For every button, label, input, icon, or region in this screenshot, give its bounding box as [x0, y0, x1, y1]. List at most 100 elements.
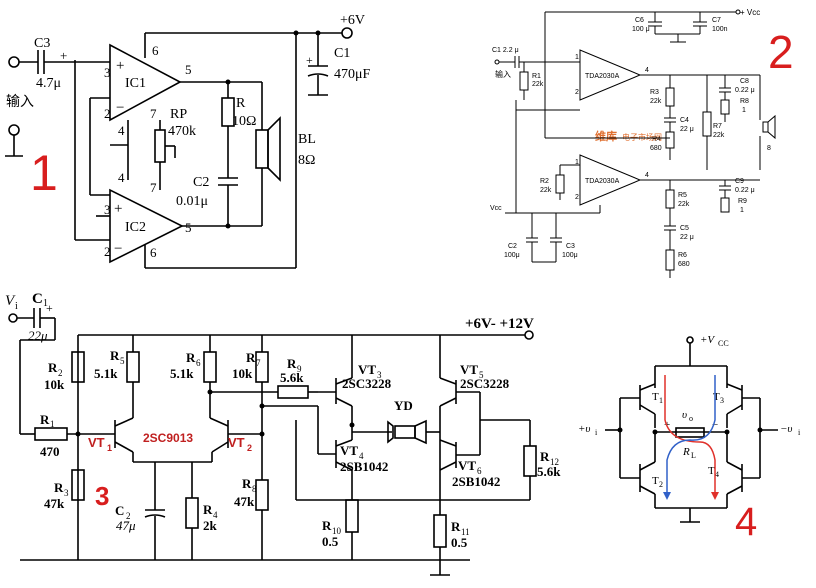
svg-text:2SB1042: 2SB1042: [452, 474, 500, 489]
svg-text:2: 2: [104, 106, 111, 121]
svg-text:3: 3: [104, 65, 111, 80]
bl-label: BL: [298, 132, 316, 147]
supply-label: +6V: [340, 13, 365, 28]
r10-resistor: [345, 499, 359, 533]
svg-text:R9: R9: [738, 198, 747, 205]
svg-text:10: 10: [332, 526, 342, 536]
svg-text:5: 5: [185, 220, 192, 235]
svg-text:2: 2: [58, 368, 63, 378]
svg-text:+: +: [46, 301, 53, 315]
svg-text:100μ: 100μ: [562, 252, 578, 259]
svg-text:T: T: [652, 391, 659, 403]
svg-text:1: 1: [740, 207, 744, 214]
svg-text:R6: R6: [678, 252, 687, 259]
svg-text:5: 5: [120, 356, 125, 366]
svg-text:100 μ: 100 μ: [632, 26, 650, 33]
svg-text:1: 1: [659, 396, 663, 405]
svg-text:1: 1: [742, 107, 746, 114]
svg-text:2SC3228: 2SC3228: [460, 376, 510, 391]
svg-text:−: −: [114, 241, 122, 257]
svg-text:VT: VT: [460, 362, 478, 377]
r5-resistor: [126, 351, 140, 383]
svg-text:4: 4: [359, 451, 364, 461]
vt12-type: 2SC9013: [143, 431, 193, 445]
input-terminal: [8, 56, 20, 68]
current-path-blue: [666, 375, 716, 498]
r4-resistor: [185, 497, 199, 529]
tda2030a-bottom: [579, 154, 642, 206]
svg-text:11: 11: [461, 527, 470, 537]
vcc-bottom-label: Vcc: [490, 205, 502, 212]
ic2-label: IC2: [125, 220, 146, 235]
svg-text:22 μ: 22 μ: [680, 126, 694, 133]
current-path-red: [664, 375, 716, 498]
circuit-2: 2 + Vcc C6 100 μ C7 100n C1 2.2 μ 输入 R1 …: [490, 8, 794, 278]
svg-text:0.5: 0.5: [451, 535, 468, 550]
r6-resistor: [203, 351, 217, 383]
c2-value: 0.01μ: [176, 194, 208, 209]
svg-text:C5: C5: [680, 225, 689, 232]
svg-text:T: T: [713, 391, 720, 403]
svg-text:R3: R3: [650, 89, 659, 96]
svg-text:5.6k: 5.6k: [537, 464, 561, 479]
svg-text:R: R: [48, 360, 58, 375]
svg-text:10k: 10k: [232, 366, 253, 381]
svg-text:8: 8: [767, 145, 771, 152]
svg-text:VT: VT: [340, 443, 358, 458]
svg-text:R: R: [242, 476, 252, 491]
svg-text:4: 4: [645, 172, 649, 179]
svg-text:4: 4: [645, 67, 649, 74]
rp-potentiometer: [154, 129, 166, 163]
svg-text:L: L: [691, 451, 696, 460]
rp-label: RP: [170, 107, 187, 122]
svg-text:5.1k: 5.1k: [170, 366, 194, 381]
svg-text:22k: 22k: [540, 187, 552, 194]
svg-text:4: 4: [118, 170, 125, 185]
svg-text:680: 680: [650, 145, 662, 152]
svg-text:2SC3228: 2SC3228: [342, 376, 392, 391]
svg-text:C8: C8: [740, 78, 749, 85]
svg-text:C7: C7: [712, 17, 721, 24]
svg-text:6: 6: [152, 43, 159, 58]
svg-text:8: 8: [252, 484, 257, 494]
svg-text:7: 7: [150, 106, 157, 121]
svg-text:6: 6: [196, 358, 201, 368]
svg-text:2: 2: [126, 511, 131, 521]
svg-text:i: i: [15, 301, 18, 312]
speaker-2: [762, 121, 769, 133]
panel-number-1: 1: [30, 145, 58, 201]
svg-text:22k: 22k: [650, 98, 662, 105]
svg-text:1: 1: [575, 54, 579, 61]
svg-text:7: 7: [150, 180, 157, 195]
svg-text:−: −: [712, 419, 718, 431]
svg-text:3: 3: [64, 488, 69, 498]
tda2030a-top: [579, 49, 642, 101]
ic1-amplifier: [109, 43, 182, 122]
svg-text:R: R: [110, 348, 120, 363]
circuit-4: +V CC T 1 T 3 +υ i −υ i R L + − υ o: [578, 334, 801, 544]
c3-value: 4.7μ: [36, 76, 61, 91]
svg-text:R: R: [682, 446, 690, 458]
svg-text:0.5: 0.5: [322, 534, 339, 549]
svg-text:C: C: [115, 503, 124, 518]
panel-number-2: 2: [768, 26, 794, 78]
r11-resistor: [433, 514, 447, 548]
speaker: [255, 129, 269, 169]
svg-text:6: 6: [150, 245, 157, 260]
vcc-terminal-4: [686, 336, 694, 344]
svg-text:3: 3: [377, 370, 382, 380]
svg-text:R1: R1: [532, 73, 541, 80]
svg-text:10k: 10k: [44, 377, 65, 392]
svg-text:4: 4: [118, 123, 125, 138]
rp-value: 470k: [168, 124, 196, 139]
watermark-text: 维库: [595, 129, 617, 143]
svg-text:47μ: 47μ: [116, 518, 136, 533]
r9-resistor: [277, 385, 309, 399]
svg-text:47k: 47k: [234, 494, 255, 509]
r-value: 10Ω: [232, 114, 256, 129]
ic1-label: IC1: [125, 76, 146, 91]
svg-text:−υ: −υ: [780, 423, 792, 435]
svg-text:22 μ: 22 μ: [680, 234, 694, 241]
svg-text:R8: R8: [740, 98, 749, 105]
